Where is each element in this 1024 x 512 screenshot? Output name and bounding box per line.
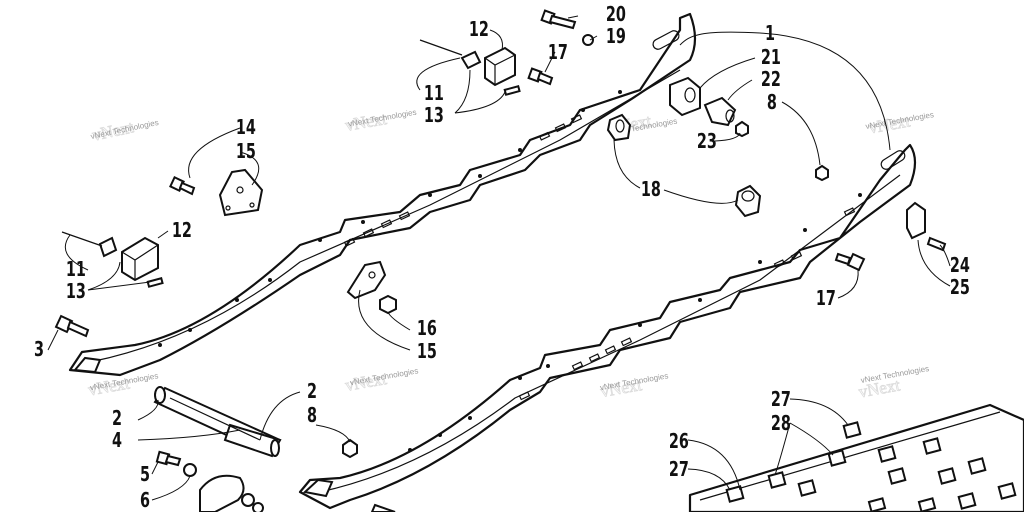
- pin-11-lower: [61, 231, 103, 247]
- callout-23: 23: [697, 131, 717, 154]
- callout-2a: 2: [307, 381, 317, 404]
- axle-tube: [153, 386, 282, 458]
- callout-13b: 13: [66, 281, 86, 304]
- watermark-2: vNext vNext Technologies: [343, 108, 417, 136]
- bolt-20: [540, 9, 577, 30]
- bolt-5: [155, 450, 182, 467]
- callout-15a: 15: [236, 141, 256, 164]
- callout-28: 28: [771, 413, 791, 436]
- nut-8-upper: [815, 164, 829, 182]
- watermark-5: vNext vNext Technologies: [86, 371, 159, 400]
- pin-11-upper: [419, 39, 463, 56]
- nut-16: [379, 294, 397, 315]
- spacer-18-upper: [606, 113, 632, 142]
- spacer-18-lower: [734, 184, 762, 218]
- callout-25: 25: [950, 277, 970, 300]
- callout-19: 19: [606, 26, 626, 49]
- bolt-3: [54, 314, 90, 338]
- bolt-14: [169, 176, 196, 196]
- callout-11a: 11: [424, 83, 444, 106]
- callout-17a: 17: [548, 42, 568, 65]
- bolt-bottom: [370, 503, 396, 512]
- right-slide-rail: [298, 143, 917, 510]
- bracket-15-upper: [218, 168, 264, 217]
- nut-23: [735, 120, 749, 138]
- block-12-upper: [460, 46, 516, 87]
- bolt-17-right: [834, 252, 866, 272]
- leader-lines: [47, 15, 951, 501]
- washer-19: [582, 34, 594, 46]
- hardware: [54, 9, 947, 512]
- callout-12a: 12: [469, 19, 489, 42]
- watermark-8: vNext vNext Technologies: [857, 364, 930, 402]
- bracket-15-lower: [346, 260, 387, 300]
- callout-20: 20: [606, 4, 626, 27]
- callout-12b: 12: [172, 220, 192, 243]
- callout-27a: 27: [771, 389, 791, 412]
- callout-17b: 17: [816, 288, 836, 311]
- block-12-lower: [98, 236, 159, 282]
- callout-26: 26: [669, 431, 689, 454]
- callout-14: 14: [236, 117, 256, 140]
- bolt-17-left: [527, 67, 554, 86]
- callout-2b: 2: [112, 408, 122, 431]
- callout-1: 1: [765, 23, 775, 46]
- callout-16: 16: [417, 318, 437, 341]
- callout-24: 24: [950, 255, 970, 278]
- left-slide-rail: [68, 12, 697, 377]
- watermark-6: vNext vNext Technologies: [343, 366, 419, 395]
- callout-4: 4: [112, 430, 122, 453]
- washer-6: [183, 463, 197, 477]
- callout-13a: 13: [424, 105, 444, 128]
- watermark-7: vNext vNext Technologies: [599, 371, 669, 401]
- callout-27b: 27: [669, 459, 689, 482]
- callout-22: 22: [761, 69, 781, 92]
- block-21: [669, 76, 701, 117]
- bracket-25: [906, 201, 947, 252]
- callout-6: 6: [140, 490, 150, 512]
- callout-labels: 1 2 2 3 4 5 6 8 8 11 11 12 12 13 13 14 1…: [34, 4, 970, 512]
- callout-15b: 15: [417, 341, 437, 364]
- pin-13-upper: [503, 85, 521, 96]
- bushing-22: [703, 96, 737, 127]
- watermark-1: vNext vNext Technologies: [90, 117, 160, 145]
- callout-3: 3: [34, 339, 44, 362]
- callout-21: 21: [761, 47, 781, 70]
- idler-wheel: [199, 474, 264, 512]
- callout-8b: 8: [307, 405, 317, 428]
- callout-18: 18: [641, 179, 661, 202]
- nut-8-lower: [342, 438, 358, 459]
- callout-5: 5: [140, 464, 150, 487]
- track-segment: [688, 403, 1024, 512]
- callout-11b: 11: [66, 259, 86, 282]
- watermark-4: vNext vNext Technologies: [865, 110, 935, 138]
- callout-8a: 8: [767, 92, 777, 115]
- pin-13-lower: [146, 277, 164, 288]
